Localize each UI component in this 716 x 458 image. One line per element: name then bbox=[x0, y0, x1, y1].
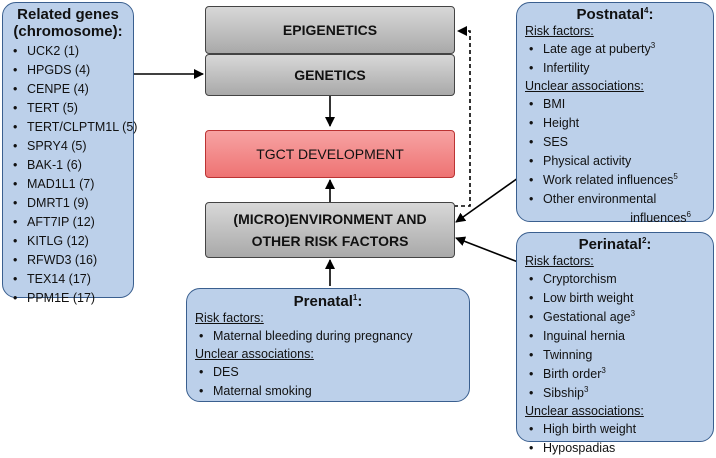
list-item: Inguinal hernia bbox=[525, 327, 705, 346]
list-item: Physical activity bbox=[525, 152, 705, 171]
list-item: UCK2 (1) bbox=[9, 42, 127, 61]
postnatal-unclear-list: BMIHeightSESPhysical activityWork relate… bbox=[525, 95, 705, 228]
list-item: Late age at puberty3 bbox=[525, 40, 705, 59]
list-item: PPM1E (17) bbox=[9, 289, 127, 308]
list-item: RFWD3 (16) bbox=[9, 251, 127, 270]
list-item: Cryptorchism bbox=[525, 270, 705, 289]
list-item-continuation: influences6 bbox=[630, 209, 691, 225]
perinatal-risk-list: CryptorchismLow birth weightGestational … bbox=[525, 270, 705, 403]
related-genes-panel: Related genes (chromosome): UCK2 (1)HPGD… bbox=[2, 2, 137, 308]
list-item: BMI bbox=[525, 95, 705, 114]
connector-arrows bbox=[134, 26, 519, 286]
prenatal-unclear-list: DESMaternal smoking bbox=[195, 363, 461, 401]
list-item: SES bbox=[525, 133, 705, 152]
list-item: TERT (5) bbox=[9, 99, 127, 118]
list-item: BAK-1 (6) bbox=[9, 156, 127, 175]
arrow-perinatal-to-environment bbox=[455, 236, 519, 263]
list-item: DES bbox=[195, 363, 461, 382]
list-item: Height bbox=[525, 114, 705, 133]
list-item: DMRT1 (9) bbox=[9, 194, 127, 213]
list-item: Sibship3 bbox=[525, 384, 705, 403]
list-item: Maternal smoking bbox=[195, 382, 461, 401]
tgct-development-box: TGCT DEVELOPMENT bbox=[205, 130, 455, 178]
list-item: HPGDS (4) bbox=[9, 61, 127, 80]
list-item: KITLG (12) bbox=[9, 232, 127, 251]
list-item: Low birth weight bbox=[525, 289, 705, 308]
related-genes-title: Related genes (chromosome): bbox=[13, 6, 123, 40]
postnatal-risk-list: Late age at puberty3Infertility bbox=[525, 40, 705, 78]
list-item: AFT7IP (12) bbox=[9, 213, 127, 232]
postnatal-unclear-label: Unclear associations: bbox=[525, 79, 644, 93]
list-item: TEX14 (17) bbox=[9, 270, 127, 289]
genetics-box: GENETICS bbox=[205, 54, 455, 96]
list-item: SPRY4 (5) bbox=[9, 137, 127, 156]
perinatal-unclear-list: High birth weightHypospadias bbox=[525, 420, 705, 458]
postnatal-risk-label: Risk factors: bbox=[525, 24, 594, 38]
related-genes-list: UCK2 (1)HPGDS (4)CENPE (4)TERT (5)TERT/C… bbox=[9, 42, 137, 308]
list-item: Work related influences5 bbox=[525, 171, 705, 190]
epigenetics-box: EPIGENETICS bbox=[205, 6, 455, 54]
environment-box: (MICRO)ENVIRONMENT AND OTHER RISK FACTOR… bbox=[205, 202, 455, 258]
list-item: Twinning bbox=[525, 346, 705, 365]
postnatal-title: Postnatal4: bbox=[576, 6, 654, 23]
perinatal-title: Perinatal2: bbox=[578, 236, 652, 253]
perinatal-unclear-label: Unclear associations: bbox=[525, 404, 644, 418]
prenatal-panel: Prenatal1: Risk factors: Maternal bleedi… bbox=[186, 288, 470, 402]
prenatal-title: Prenatal1: bbox=[293, 293, 363, 310]
prenatal-risk-list: Maternal bleeding during pregnancy bbox=[195, 327, 461, 346]
list-item: High birth weight bbox=[525, 420, 705, 439]
list-item: Infertility bbox=[525, 59, 705, 78]
list-item: CENPE (4) bbox=[9, 80, 127, 99]
prenatal-risk-label: Risk factors: bbox=[195, 311, 264, 325]
prenatal-unclear-label: Unclear associations: bbox=[195, 347, 314, 361]
list-item: Other environmental bbox=[525, 190, 705, 209]
list-item: Hypospadias bbox=[525, 439, 705, 458]
list-item: Gestational age3 bbox=[525, 308, 705, 327]
list-item: MAD1L1 (7) bbox=[9, 175, 127, 194]
list-item: TERT/CLPTM1L (5) bbox=[9, 118, 137, 137]
perinatal-panel: Perinatal2: Risk factors: CryptorchismLo… bbox=[516, 232, 714, 458]
list-item: Maternal bleeding during pregnancy bbox=[195, 327, 461, 346]
perinatal-risk-label: Risk factors: bbox=[525, 254, 594, 268]
arrow-environment-to-epigenetics bbox=[454, 26, 471, 207]
postnatal-panel: Postnatal4: Risk factors: Late age at pu… bbox=[516, 2, 714, 225]
arrow-postnatal-to-environment bbox=[455, 177, 519, 223]
list-item: Birth order3 bbox=[525, 365, 705, 384]
